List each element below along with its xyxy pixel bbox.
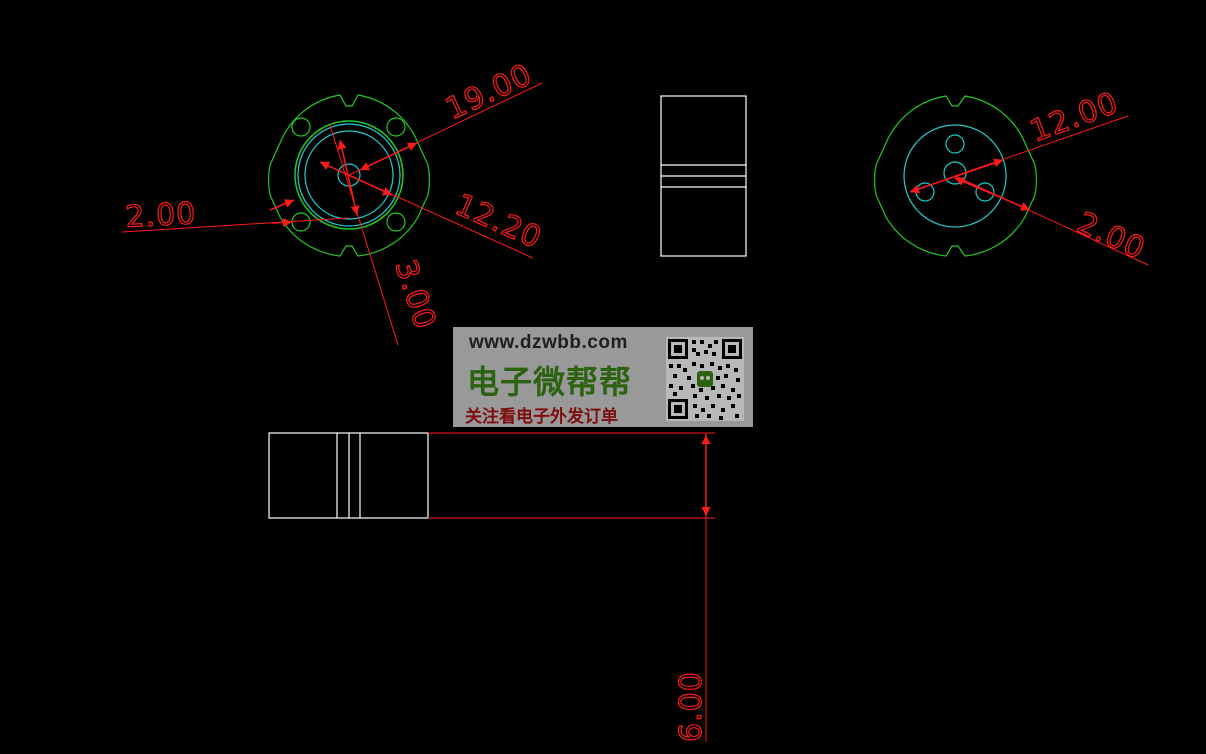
dim-arrow-2-left [271,217,293,227]
right-hole [915,182,935,202]
dim-label-2-right: 2.00 [1072,206,1151,268]
left-bolt-hole [291,117,311,137]
qr-code-icon [666,337,744,421]
left-ring-cyan [297,123,401,227]
dim-arrow-19 [359,142,418,171]
dim-arrow-12 [909,158,1004,194]
left-bolt-hole [386,117,406,137]
watermark-brand: 电子微帮帮 [467,363,633,401]
dim-label-2-left: 2.00 [125,196,198,235]
dim-arrow-2-right [954,177,1031,211]
watermark-url: www.dzwbb.com [469,332,628,353]
side-view: 6.00 [268,432,715,743]
dim-arrow-2-left-b [269,199,295,211]
left-outer-profile [268,94,430,257]
watermark-banner: www.dzwbb.com 电子微帮帮 关注看电子外发订单 [453,327,753,427]
dim-label-1220: 12.20 [450,187,547,256]
left-top-view: 19.00 12.20 2.00 3.00 [121,57,548,346]
dim-label-6: 6.00 [674,671,709,742]
dim-line-2-left [121,217,350,233]
dim-label-12: 12.00 [1026,86,1123,150]
dim-label-3: 3.00 [387,256,442,334]
right-hole [975,182,995,202]
right-inner-circle [903,124,1007,228]
dim-label-19: 19.00 [441,57,538,127]
dim-line-3 [329,124,399,346]
front-view [660,95,747,257]
left-ring-outer [294,120,404,230]
right-top-view: 12.00 2.00 [874,85,1151,268]
dim-arrow-3 [337,139,360,216]
right-hole [945,134,965,154]
left-inner-circle [304,130,394,220]
watermark-slogan: 关注看电子外发订单 [465,407,618,427]
left-bolt-hole [386,212,406,232]
right-outer-profile [874,95,1037,257]
left-bolt-hole [291,212,311,232]
